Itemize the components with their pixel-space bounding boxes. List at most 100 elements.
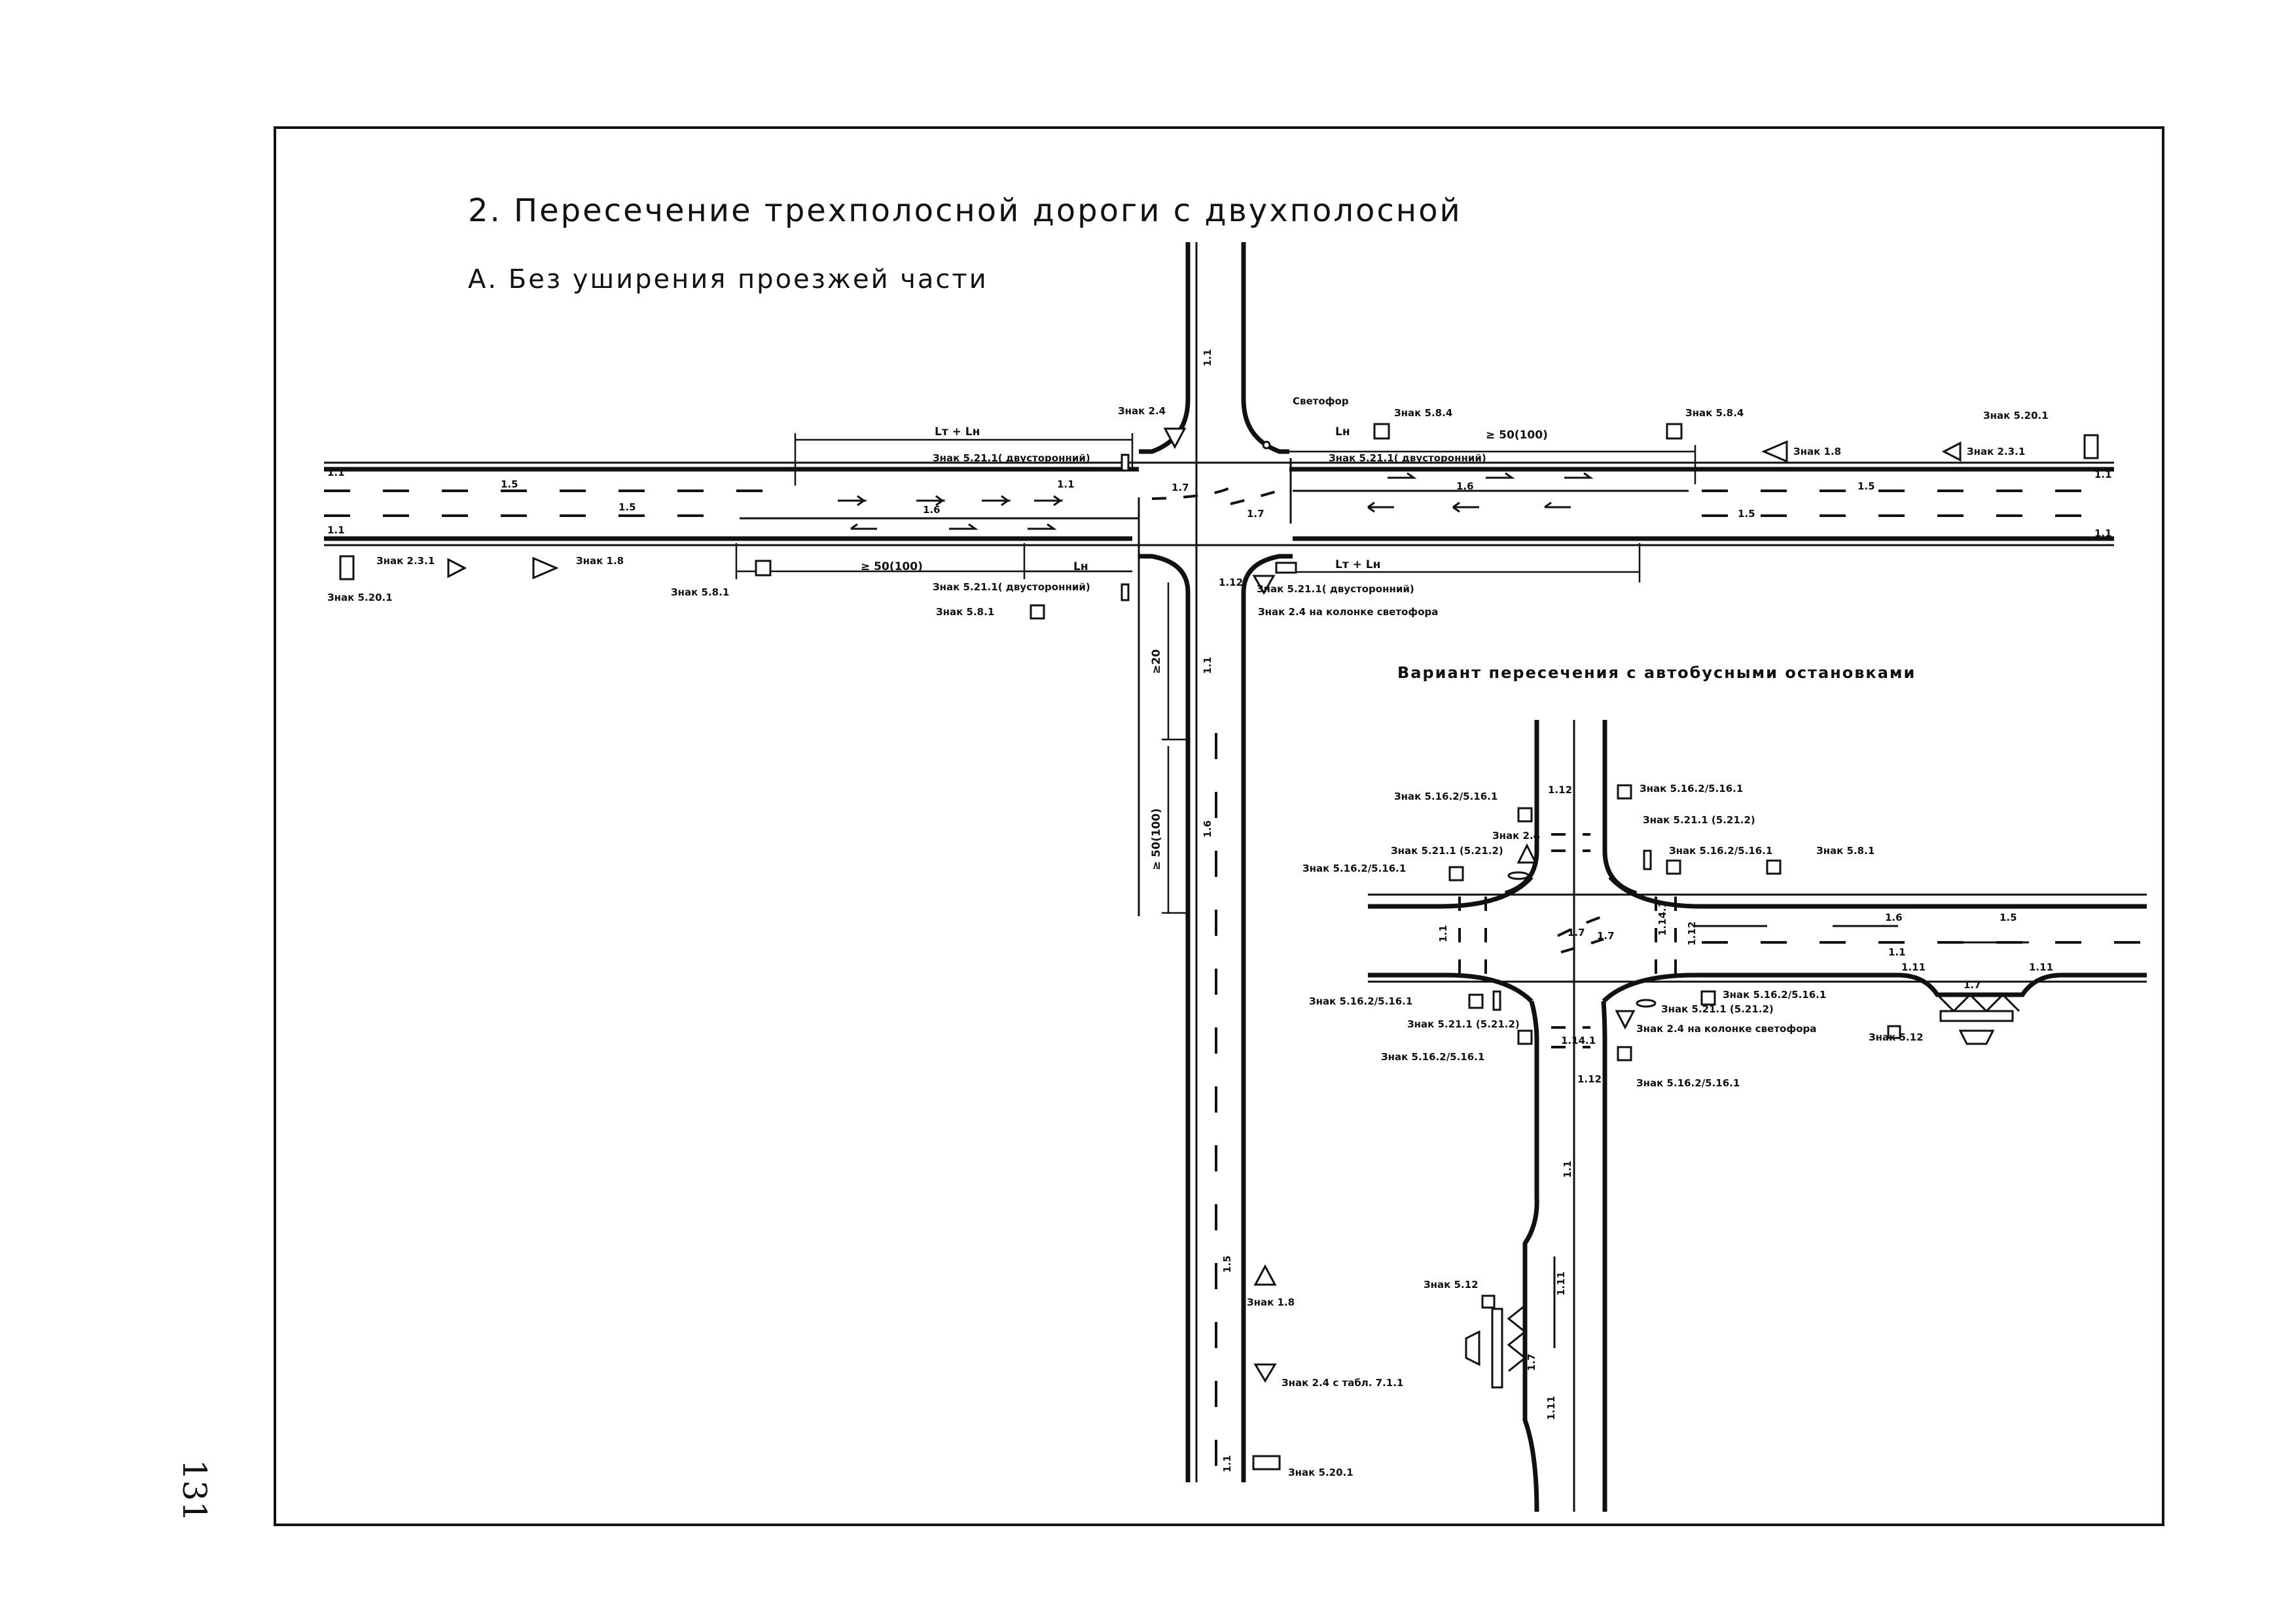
label-sign-2-4: Знак 2.4 <box>1118 405 1166 417</box>
variant-sign-l-icon <box>1700 990 1716 1006</box>
variant-marking-1-11-south-a: 1.11 <box>1555 1272 1567 1296</box>
variant-curb-bottom <box>1368 972 2147 1003</box>
sign-1-8-left-icon <box>532 556 559 580</box>
dim-50-100-vertical-label: ≥ 50(100) <box>1150 808 1163 870</box>
variant-curb-left-upper <box>1504 720 1539 896</box>
main-intersection: Lт + Lн ≥ 50(100) Lн Lн ≥ 50(100) Lт + L… <box>324 242 2114 1482</box>
variant-marking-1-14-south: 1.14.1 <box>1561 1035 1596 1046</box>
variant-marking-1-7-east: 1.7 <box>1964 979 1981 991</box>
variant-marking-1-5: 1.5 <box>2000 912 2017 923</box>
variant-label-d: Знак 5.21.1 (5.21.2) <box>1391 845 1503 857</box>
variant-lane-1-6 <box>1695 925 2029 944</box>
variant-bus-stop-east-zigzag <box>1936 993 2020 1013</box>
label-sign-5-21-1-bottom: Знак 5.21.1( двусторонний) <box>933 581 1090 593</box>
road-curb-right-upper <box>1241 242 1289 454</box>
sign-5-8-4-a-icon <box>1373 423 1390 440</box>
variant-sign-e-icon <box>1448 866 1464 882</box>
label-sign-2-3-1-right: Знак 2.3.1 <box>1967 446 2025 457</box>
sign-5-20-1-south-icon <box>1252 1455 1281 1471</box>
marking-1-7-bottom: 1.7 <box>1247 508 1265 520</box>
variant-sign-n-icon <box>1615 1010 1636 1030</box>
variant-label-p: Знак 5.12 <box>1424 1279 1479 1291</box>
label-sign-5-20-1-south: Знак 5.20.1 <box>1288 1467 1354 1478</box>
label-sign-5-21-1-top: Знак 5.21.1( двусторонний) <box>933 452 1090 464</box>
variant-marking-1-1-west: 1.1 <box>1437 925 1449 942</box>
page-title: 2. Пересечение трехполосной дороги с дву… <box>468 192 1462 229</box>
label-sign-1-8-right: Знак 1.8 <box>1793 446 1841 457</box>
label-sign-5-20-1-left: Знак 5.20.1 <box>327 592 393 603</box>
variant-curb-right-lower <box>1601 1001 1607 1512</box>
sign-5-20-1-left-icon <box>339 555 355 580</box>
lane-arrows-left <box>838 495 1064 530</box>
variant-label-e: Знак 5.16.2/5.16.1 <box>1302 863 1406 874</box>
label-sign-5-8-4-b: Знак 5.8.4 <box>1685 407 1744 419</box>
marking-1-5-left-top: 1.5 <box>501 478 518 490</box>
dim-lt-ln-top-label: Lт + Lн <box>935 425 980 438</box>
label-sign-5-21-1-right-bottom: Знак 5.21.1( двусторонний) <box>1257 583 1414 595</box>
variant-sign-j-icon <box>1492 990 1501 1011</box>
road-curb-left-lower <box>1139 554 1191 1482</box>
sign-5-21-1-bottom-icon <box>1121 583 1130 601</box>
marking-1-1-right-top: 1.1 <box>2094 469 2112 480</box>
variant-sign-i-icon <box>1468 993 1484 1009</box>
sign-2-4-light-icon <box>1252 575 1276 596</box>
variant-label-m: Знак 5.21.1 (5.21.2) <box>1661 1003 1774 1015</box>
marking-1-12-main: 1.12 <box>1219 577 1243 588</box>
variant-label-a: Знак 5.16.2/5.16.1 <box>1394 791 1498 802</box>
variant-intersection: Знак 5.16.2/5.16.1 Знак 5.16.2/5.16.1 Зн… <box>1302 720 2147 1512</box>
variant-marking-1-11-east-a: 1.11 <box>1901 961 1926 973</box>
label-sign-1-8-south: Знак 1.8 <box>1247 1296 1295 1308</box>
sign-symbols-main <box>339 423 2099 1471</box>
marking-1-7-guides <box>1151 486 1283 505</box>
dim-50-100-top-right <box>1289 445 1696 484</box>
sign-1-8-right-icon <box>1761 440 1788 463</box>
marking-1-6-left: 1.6 <box>923 504 941 516</box>
variant-label-j: Знак 5.21.1 (5.21.2) <box>1407 1018 1520 1030</box>
label-sign-2-3-1-left: Знак 2.3.1 <box>376 555 435 567</box>
variant-marking-1-11-south-b: 1.11 <box>1545 1396 1557 1420</box>
label-sign-5-8-1-centre: Знак 5.8.1 <box>936 606 994 618</box>
variant-label-f: Знак 5.21.1 (5.21.2) <box>1643 814 1755 826</box>
dim-20-label: ≥20 <box>1150 649 1163 674</box>
sign-5-8-4-b-icon <box>1666 423 1683 440</box>
dim-ln-bottom <box>1023 543 1132 579</box>
marking-1-1-vertical-top: 1.1 <box>1202 349 1213 366</box>
marking-1-1-right-bot: 1.1 <box>2094 527 2112 539</box>
sign-5-8-1-centre-icon <box>1030 604 1045 620</box>
variant-sign-symbols <box>1448 784 1901 1309</box>
marking-1-6-vertical: 1.6 <box>1202 820 1213 838</box>
variant-bus-shelter-east-icon <box>1958 1029 1995 1045</box>
marking-1-5-right-top: 1.5 <box>1857 480 1875 492</box>
variant-marking-1-11-east-b: 1.11 <box>2029 961 2053 973</box>
variant-label-l: Знак 5.16.2/5.16.1 <box>1723 989 1826 1001</box>
road-curb-left-upper <box>1139 242 1191 454</box>
variant-sign-o-icon <box>1617 1046 1632 1061</box>
variant-marking-1-14-east: 1.14.1 <box>1657 901 1668 936</box>
variant-bus-stop-south-zigzag <box>1507 1304 1527 1372</box>
marking-1-1-vertical-bottom: 1.1 <box>1221 1455 1233 1472</box>
sign-5-21-1-top-icon <box>1121 454 1130 472</box>
road-curb-right-lower <box>1241 554 1293 1482</box>
dim-lt-ln-bottom-right <box>1293 543 1641 582</box>
variant-sign-h-icon <box>1766 859 1782 875</box>
variant-crosswalk-north <box>1551 833 1590 852</box>
dim-20-vertical <box>1162 582 1188 741</box>
variant-marking-1-7-a: 1.7 <box>1568 927 1585 938</box>
variant-label-c: Знак 2.4 <box>1492 830 1540 842</box>
variant-label-i: Знак 5.16.2/5.16.1 <box>1309 995 1412 1007</box>
sign-2-3-1-right-icon <box>1941 441 1962 462</box>
label-sign-5-8-4-a: Знак 5.8.4 <box>1394 407 1452 419</box>
variant-crosswalk-east <box>1655 897 1677 975</box>
marking-1-1-left-bot: 1.1 <box>327 524 345 536</box>
sign-5-20-1-right-icon <box>2083 434 2099 459</box>
sign-1-8-south-icon <box>1253 1264 1277 1286</box>
variant-sign-c-icon <box>1516 843 1537 864</box>
label-sign-5-20-1-right: Знак 5.20.1 <box>1983 410 2049 421</box>
marking-1-1-vertical-mid: 1.1 <box>1202 656 1213 674</box>
label-sign-2-4-tab: Знак 2.4 с табл. 7.1.1 <box>1282 1377 1403 1389</box>
sign-2-4-tab-icon <box>1253 1363 1277 1383</box>
variant-sign-p-icon <box>1481 1294 1496 1309</box>
marking-1-6-right: 1.6 <box>1456 480 1474 492</box>
marking-1-7-top: 1.7 <box>1172 482 1189 493</box>
